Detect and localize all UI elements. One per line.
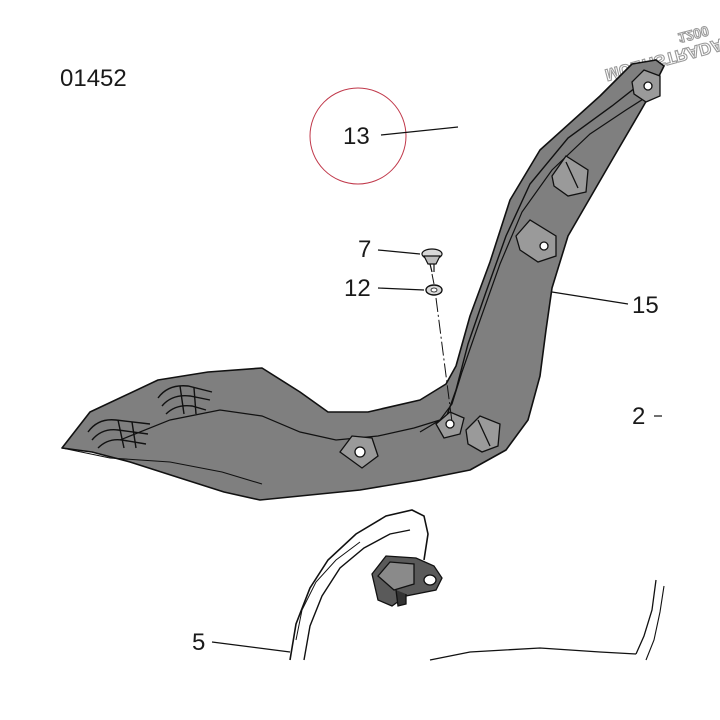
fairing-front-line <box>61 447 263 485</box>
mount-tab-upper-2 <box>551 155 589 197</box>
callout-13[interactable]: 13 <box>343 123 370 150</box>
mount-tab-upper-1 <box>515 219 557 263</box>
leader-15 <box>551 291 629 305</box>
callout-5[interactable]: 5 <box>192 629 205 656</box>
frame-fragment-right-3 <box>645 585 665 661</box>
fairing-inner-rim-2 <box>419 95 649 433</box>
leader-5 <box>211 641 291 653</box>
frame-fragment-right <box>429 647 637 661</box>
callout-7[interactable]: 7 <box>358 236 371 263</box>
mount-tab-right <box>465 415 501 453</box>
washer-icon <box>425 284 443 296</box>
callout-15[interactable]: 15 <box>632 292 659 319</box>
assembly-axis <box>435 297 453 423</box>
mount-boss-screw <box>435 411 465 439</box>
callout-2[interactable]: 2 <box>632 403 645 430</box>
mount-tab-top <box>631 69 661 103</box>
assembly-axis-2 <box>431 273 435 285</box>
callout-12[interactable]: 12 <box>344 275 371 302</box>
fairing-panel <box>61 59 665 501</box>
frame-fragment-right-2 <box>635 579 657 655</box>
mount-tab-lower <box>339 435 379 469</box>
frame-bracket <box>289 509 443 661</box>
frame-rim <box>295 541 361 641</box>
screw-icon <box>421 248 443 273</box>
leader-7 <box>377 249 421 255</box>
fairing-lower-edge <box>119 409 441 441</box>
leader-12 <box>377 287 425 291</box>
vent-slots-left <box>87 419 151 449</box>
frame-mount-block <box>371 555 443 607</box>
highlight-circle <box>309 87 407 185</box>
frame-outer <box>289 509 429 661</box>
leader-13 <box>380 126 459 136</box>
fairing-inner-rim <box>445 83 641 419</box>
drawing-number: 01452 <box>60 65 127 92</box>
vent-slots-mid <box>157 385 213 415</box>
frame-inner <box>303 529 411 661</box>
